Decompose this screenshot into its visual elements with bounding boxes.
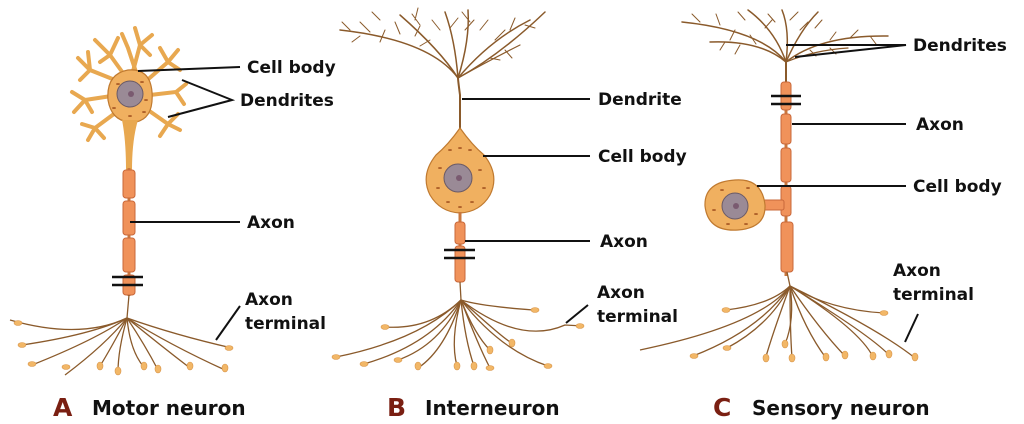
motor-cell-body-leader: [137, 66, 241, 72]
panel-motor-neuron: Cell body Dendrites Axon Axon terminal A…: [9, 26, 336, 422]
sensory-label-cell-body: Cell body: [913, 177, 1002, 197]
sensory-label-dendrites: Dendrites: [913, 36, 1007, 56]
sensory-label-axon-terminal-2: terminal: [893, 285, 974, 305]
inter-axon-break-marker: [444, 248, 475, 260]
inter-dendrites: [339, 7, 546, 131]
inter-nissl-dots: [436, 147, 486, 208]
sensory-axon-break-marker: [771, 94, 801, 106]
sensory-label-axon: Axon: [916, 115, 964, 135]
inter-axon-terminal-leader: [565, 304, 589, 324]
caption-interneuron: Interneuron: [425, 396, 560, 420]
panel-letter-b: B: [387, 393, 406, 422]
sensory-axon-terminal-leader: [904, 313, 919, 343]
sensory-nissl-dots: [712, 187, 758, 225]
panel-letter-c: C: [713, 393, 731, 422]
motor-label-axon-terminal-1: Axon: [245, 290, 293, 310]
sensory-label-axon-terminal-1: Axon: [893, 261, 941, 281]
panel-sensory-neuron: Dendrites Axon Cell body Axon terminal C…: [639, 9, 1007, 422]
panel-interneuron: Dendrite Cell body Axon Axon terminal B …: [331, 7, 687, 422]
motor-dendrites-leader: [167, 79, 236, 118]
motor-label-dendrites: Dendrites: [240, 91, 334, 111]
panel-letter-a: A: [53, 393, 73, 422]
motor-label-cell-body: Cell body: [247, 58, 336, 78]
sensory-axon: [780, 81, 794, 276]
inter-label-axon-terminal-2: terminal: [597, 307, 678, 327]
caption-motor-neuron: Motor neuron: [92, 396, 246, 420]
motor-nissl-dots: [112, 81, 148, 117]
inter-axon-terminals: [331, 281, 585, 371]
inter-label-axon: Axon: [600, 232, 648, 252]
inter-axon: [454, 212, 466, 283]
inter-label-cell-body: Cell body: [598, 147, 687, 167]
motor-label-axon-terminal-2: terminal: [245, 314, 326, 334]
inter-nucleolus: [456, 175, 462, 181]
caption-sensory-neuron: Sensory neuron: [752, 396, 930, 420]
motor-axon: [122, 168, 136, 296]
inter-label-axon-terminal-1: Axon: [597, 283, 645, 303]
sensory-dendrites-leader: [786, 44, 907, 58]
sensory-dendrites: [681, 9, 889, 83]
motor-axon-hillock: [122, 120, 138, 170]
motor-nucleolus: [128, 91, 134, 97]
motor-axon-break-marker: [112, 275, 143, 287]
sensory-nucleolus: [733, 203, 739, 209]
motor-axon-terminals: [9, 294, 234, 376]
motor-axon-terminal-leader: [215, 305, 241, 341]
motor-label-axon: Axon: [247, 213, 295, 233]
inter-label-dendrite: Dendrite: [598, 90, 682, 110]
sensory-axon-terminals: [639, 271, 919, 363]
